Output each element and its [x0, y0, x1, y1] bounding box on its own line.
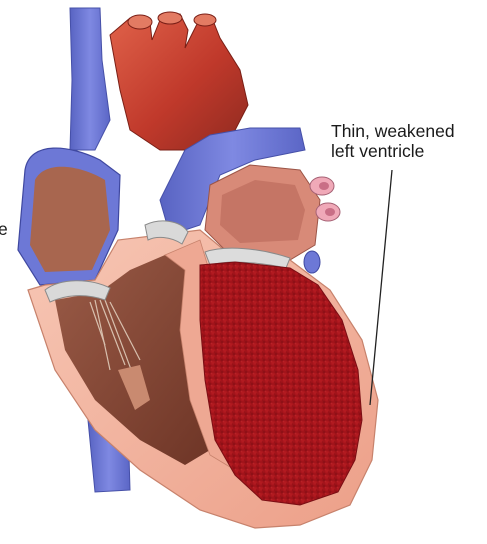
aorta-branch-1: [128, 15, 152, 29]
pulmonary-vein-1-lumen: [319, 182, 329, 190]
left-ventricle-label: Thin, weakened left ventricle: [331, 122, 455, 161]
aorta-branch-3: [194, 14, 216, 26]
partial-left-label: e: [0, 220, 8, 240]
pulmonary-vein-2-lumen: [325, 208, 335, 216]
label-line-2: left ventricle: [331, 142, 455, 162]
aorta-branch-2: [158, 12, 182, 24]
coronary-vessel: [304, 251, 320, 273]
label-leader-line: [370, 170, 392, 405]
label-line-1: Thin, weakened: [331, 122, 455, 142]
aortic-arch: [110, 14, 248, 150]
superior-vena-cava: [70, 8, 110, 150]
right-atrium-interior: [30, 167, 110, 272]
